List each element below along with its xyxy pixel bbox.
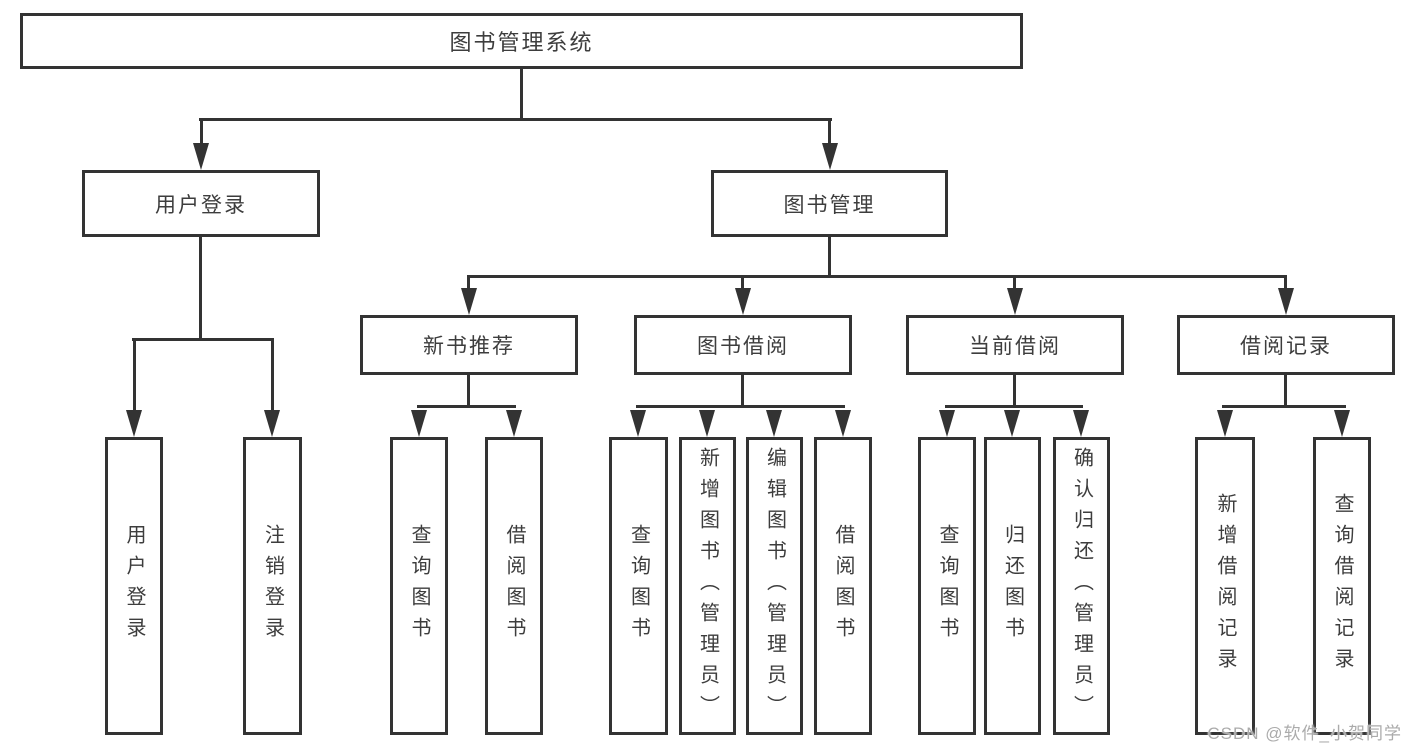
leaf-borrow-add-books-admin-label: 新增图书（管理员） bbox=[696, 446, 719, 726]
leaf-newbook-query-books: 查询图书 bbox=[390, 437, 448, 735]
leaf-borrow-borrow-books: 借阅图书 bbox=[814, 437, 872, 735]
arrow-down-icon bbox=[506, 410, 522, 437]
arrow-down-icon bbox=[766, 410, 782, 437]
leaf-borrow-edit-books-admin-label: 编辑图书（管理员） bbox=[763, 446, 786, 726]
arrow-down-icon bbox=[1217, 410, 1233, 437]
connector-level2-rail bbox=[467, 275, 1287, 278]
arrow-down-icon bbox=[193, 143, 209, 170]
connector-stem bbox=[467, 278, 470, 291]
node-book-borrow: 图书借阅 bbox=[634, 315, 852, 375]
leaf-borrow-query-books-label: 查询图书 bbox=[627, 524, 650, 648]
leaf-user-login-label: 用户登录 bbox=[123, 524, 145, 648]
node-borrow-records: 借阅记录 bbox=[1177, 315, 1395, 375]
leaf-records-add-record: 新增借阅记录 bbox=[1195, 437, 1255, 735]
connector-rail bbox=[945, 405, 1083, 408]
leaf-borrow-query-books: 查询图书 bbox=[609, 437, 668, 735]
leaf-current-return-books-label: 归还图书 bbox=[1001, 524, 1024, 648]
node-current-borrow-label: 当前借阅 bbox=[969, 335, 1061, 358]
node-user-login-label: 用户登录 bbox=[155, 193, 247, 217]
leaf-newbook-borrow-books: 借阅图书 bbox=[485, 437, 543, 735]
leaf-current-confirm-return-admin-label: 确认归还（管理员） bbox=[1070, 446, 1093, 726]
leaf-records-add-record-label: 新增借阅记录 bbox=[1214, 493, 1236, 679]
connector-level1-rail bbox=[199, 118, 832, 121]
leaf-current-query-books: 查询图书 bbox=[918, 437, 976, 735]
connector-root-stem bbox=[520, 69, 523, 121]
node-new-book-recommend-label: 新书推荐 bbox=[423, 335, 515, 358]
arrow-down-icon bbox=[126, 410, 142, 437]
leaf-borrow-edit-books-admin: 编辑图书（管理员） bbox=[746, 437, 803, 735]
leaf-current-query-books-label: 查询图书 bbox=[936, 524, 958, 648]
leaf-logout: 注销登录 bbox=[243, 437, 302, 735]
arrow-down-icon bbox=[1073, 410, 1089, 437]
connector-rail bbox=[636, 405, 845, 408]
node-book-management-label: 图书管理 bbox=[783, 193, 876, 217]
leaf-newbook-borrow-books-label: 借阅图书 bbox=[503, 524, 525, 648]
arrow-down-icon bbox=[630, 410, 646, 437]
arrow-down-icon bbox=[735, 288, 751, 315]
arrow-down-icon bbox=[1334, 410, 1350, 437]
connector-user-login-rail bbox=[132, 338, 274, 341]
connector-stem bbox=[1284, 278, 1287, 291]
connector-stem bbox=[133, 341, 136, 413]
connector-user-login-stem bbox=[199, 237, 202, 341]
arrow-down-icon bbox=[835, 410, 851, 437]
leaf-current-confirm-return-admin: 确认归还（管理员） bbox=[1053, 437, 1110, 735]
connector-rail bbox=[1222, 405, 1346, 408]
csdn-watermark: CSDN @软件_小贺同学 bbox=[1207, 724, 1402, 743]
node-root-label: 图书管理系统 bbox=[449, 30, 594, 55]
connector-stem bbox=[271, 341, 274, 413]
leaf-records-query-record: 查询借阅记录 bbox=[1313, 437, 1371, 735]
arrow-down-icon bbox=[411, 410, 427, 437]
arrow-down-icon bbox=[699, 410, 715, 437]
node-user-login: 用户登录 bbox=[82, 170, 320, 237]
node-new-book-recommend: 新书推荐 bbox=[360, 315, 578, 375]
connector-stem bbox=[828, 121, 831, 147]
node-current-borrow: 当前借阅 bbox=[906, 315, 1124, 375]
connector-stem bbox=[1284, 375, 1287, 408]
connector-book-mgmt-stem bbox=[828, 237, 831, 278]
arrow-down-icon bbox=[1007, 288, 1023, 315]
connector-rail bbox=[417, 405, 516, 408]
leaf-logout-label: 注销登录 bbox=[261, 524, 284, 648]
arrow-down-icon bbox=[264, 410, 280, 437]
leaf-newbook-query-books-label: 查询图书 bbox=[408, 524, 430, 648]
connector-stem bbox=[200, 121, 203, 147]
leaf-records-query-record-label: 查询借阅记录 bbox=[1331, 493, 1353, 679]
leaf-user-login: 用户登录 bbox=[105, 437, 163, 735]
connector-stem bbox=[741, 278, 744, 291]
leaf-borrow-add-books-admin: 新增图书（管理员） bbox=[679, 437, 736, 735]
arrow-down-icon bbox=[939, 410, 955, 437]
arrow-down-icon bbox=[1004, 410, 1020, 437]
node-book-management: 图书管理 bbox=[711, 170, 948, 237]
connector-stem bbox=[741, 375, 744, 408]
connector-stem bbox=[1013, 278, 1016, 291]
connector-stem bbox=[467, 375, 470, 408]
node-book-borrow-label: 图书借阅 bbox=[697, 335, 789, 358]
arrow-down-icon bbox=[1278, 288, 1294, 315]
arrow-down-icon bbox=[822, 143, 838, 170]
node-borrow-records-label: 借阅记录 bbox=[1240, 335, 1332, 358]
connector-stem bbox=[1013, 375, 1016, 408]
leaf-current-return-books: 归还图书 bbox=[984, 437, 1041, 735]
leaf-borrow-borrow-books-label: 借阅图书 bbox=[832, 524, 854, 648]
arrow-down-icon bbox=[461, 288, 477, 315]
node-root: 图书管理系统 bbox=[20, 13, 1023, 69]
